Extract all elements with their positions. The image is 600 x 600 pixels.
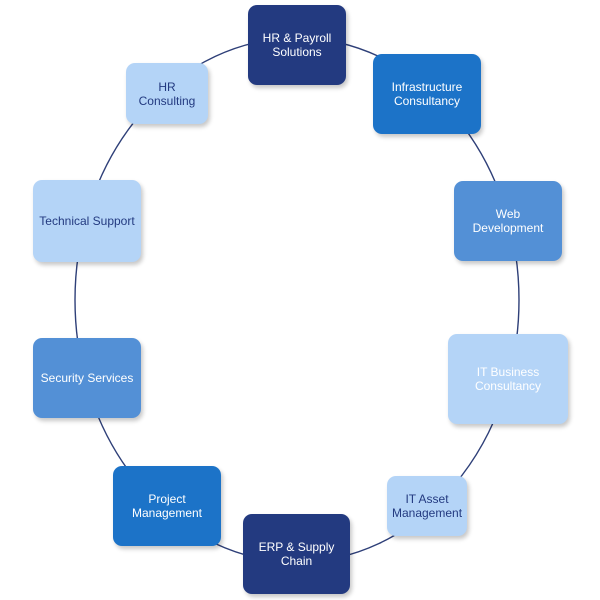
node-label: Infrastructure Consultancy xyxy=(391,80,463,108)
node-label: IT Asset Management xyxy=(391,492,463,520)
node-it-asset-management: IT Asset Management xyxy=(387,476,467,536)
node-infrastructure-consultancy: Infrastructure Consultancy xyxy=(373,54,481,134)
node-project-management: Project Management xyxy=(113,466,221,546)
node-technical-support: Technical Support xyxy=(33,180,141,262)
node-label: HR & Payroll Solutions xyxy=(262,31,332,59)
node-security-services: Security Services xyxy=(33,338,141,418)
node-label: Project Management xyxy=(131,492,203,520)
node-hr-consulting: HR Consulting xyxy=(126,63,208,124)
node-label: Security Services xyxy=(40,371,134,385)
node-label: IT Business Consultancy xyxy=(474,365,542,393)
node-hr-payroll-solutions: HR & Payroll Solutions xyxy=(248,5,346,85)
node-label: ERP & Supply Chain xyxy=(258,540,335,568)
node-label: Web Development xyxy=(472,207,544,235)
node-label: Technical Support xyxy=(39,214,135,228)
node-web-development: Web Development xyxy=(454,181,562,261)
node-label: HR Consulting xyxy=(138,79,196,108)
node-it-business-consultancy: IT Business Consultancy xyxy=(448,334,568,424)
node-erp-supply-chain: ERP & Supply Chain xyxy=(243,514,350,594)
